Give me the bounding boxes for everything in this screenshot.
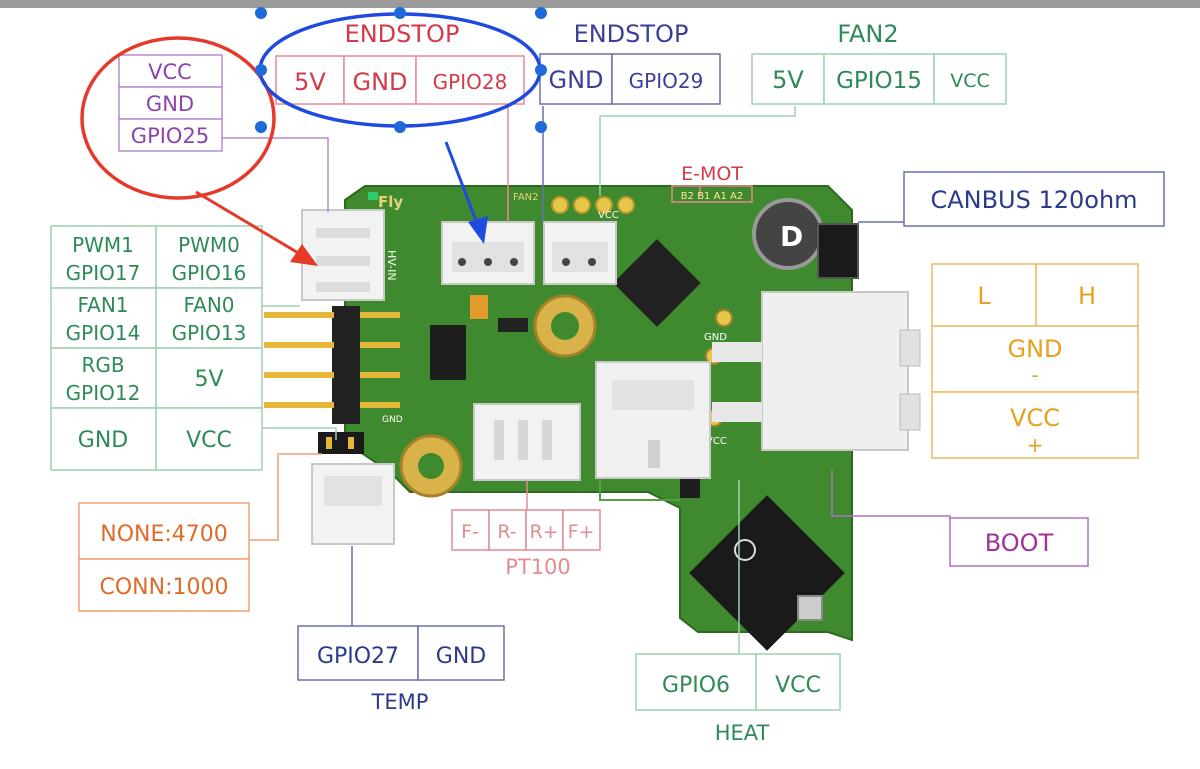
label-boot: BOOT (949, 517, 1089, 567)
gnd-label: GND (78, 428, 128, 453)
red-highlight-ellipse (80, 36, 276, 200)
fan0-label: FAN0 (183, 293, 234, 317)
label-endstop-red: ENDSTOP 5V GND GPIO28 (275, 20, 525, 105)
can-vcc: VCC (1010, 404, 1060, 432)
fan2-vcc: VCC (950, 70, 990, 92)
can-jumper (817, 223, 859, 279)
pt100-f-plus: F+ (568, 521, 595, 543)
heat-gpio6: GPIO6 (662, 673, 730, 698)
selection-handle-mr[interactable] (535, 64, 547, 76)
endstop-red-5v: 5V (294, 68, 326, 96)
fan-pad-label: FAN2 (513, 192, 539, 203)
selection-handle-ml[interactable] (255, 64, 267, 76)
pt100-r-minus: R- (497, 521, 516, 543)
label-vcc-gnd-gpio25: VCC GND GPIO25 (118, 54, 223, 152)
label-temp: GPIO27 GND TEMP (297, 625, 505, 714)
temp-gpio27: GPIO27 (317, 644, 399, 669)
can-gnd: GND (1007, 335, 1062, 363)
selection-handle-bc[interactable] (394, 121, 406, 133)
temp-title: TEMP (371, 690, 429, 714)
endstop-red-gpio28: GPIO28 (433, 70, 508, 94)
can-h: H (1078, 282, 1096, 310)
pad-vcc-2: VCC (598, 210, 619, 221)
gpio13-label: GPIO13 (172, 321, 247, 345)
label-fan2: FAN2 5V GPIO15 VCC (751, 20, 1007, 105)
selection-handle-tc[interactable] (394, 7, 406, 19)
endstop-red-title: ENDSTOP (345, 20, 460, 48)
temp-gnd: GND (436, 644, 486, 669)
board-brand: Fly (378, 193, 403, 211)
pwm0-label: PWM0 (178, 233, 240, 257)
can-plus: + (1027, 433, 1044, 457)
gpio17-label: GPIO17 (66, 261, 141, 285)
temp-connector (311, 463, 395, 545)
pad-vcc-1: VCC (706, 436, 727, 447)
pt100-f-minus: F- (461, 521, 479, 543)
5v-label: 5V (194, 367, 223, 392)
label-canbus: CANBUS 120ohm (903, 171, 1165, 227)
window-top-bar (0, 0, 1200, 8)
boot-label: BOOT (985, 529, 1054, 557)
vcc-label: VCC (186, 428, 232, 453)
emot-title: E-MOT (681, 163, 743, 185)
rgb-label: RGB (81, 353, 124, 377)
canbus-label: CANBUS 120ohm (930, 186, 1137, 214)
label-resistor: NONE:4700 CONN:1000 (78, 502, 250, 612)
endstop-red-gnd: GND (352, 68, 407, 96)
endstop-blue-title: ENDSTOP (574, 20, 689, 48)
pwm1-label: PWM1 (72, 233, 134, 257)
endstop2-connector (543, 221, 617, 285)
can-minus: - (1031, 363, 1038, 387)
power-can-connector (712, 291, 921, 451)
selection-handle-br[interactable] (535, 121, 547, 133)
gpio16-label: GPIO16 (172, 261, 247, 285)
label-left-table: PWM1 GPIO17 PWM0 GPIO16 FAN1 GPIO14 FAN0… (50, 225, 263, 471)
label-pt100: F- R- R+ F+ PT100 (451, 509, 601, 579)
pin-gnd: GND (146, 92, 194, 116)
pin-header (264, 306, 400, 454)
pt100-r-plus: R+ (529, 521, 558, 543)
capacitor-mark: D (780, 220, 803, 253)
fan2-5v: 5V (772, 66, 804, 94)
selection-handle-tl[interactable] (255, 7, 267, 19)
label-can-table: L H GND - VCC + (931, 263, 1139, 459)
gpio12-label: GPIO12 (66, 381, 141, 405)
hv-in-label: HV-IN (385, 250, 398, 281)
heater-connector (595, 361, 711, 479)
label-endstop-blue: ENDSTOP GND GPIO29 (539, 20, 721, 105)
blue-arrow (444, 141, 480, 227)
endstop-blue-gpio29: GPIO29 (629, 69, 704, 93)
annotation-blue[interactable] (255, 7, 547, 244)
fan2-title: FAN2 (837, 20, 898, 48)
fan2-gpio15: GPIO15 (836, 68, 922, 94)
heat-title: HEAT (715, 721, 770, 745)
can-l: L (977, 282, 991, 310)
pin-gpio25: GPIO25 (131, 124, 209, 148)
red-arrow (195, 190, 301, 256)
hv-in-connector (301, 209, 385, 301)
label-heat: GPIO6 VCC HEAT (635, 653, 841, 745)
pad-gnd-1: GND (704, 332, 727, 343)
pin-vcc: VCC (148, 60, 192, 84)
emot-pins: B2 B1 A1 A2 (681, 191, 743, 202)
conn-1000: CONN:1000 (100, 575, 229, 600)
endstop-blue-gnd: GND (548, 66, 603, 94)
selection-handle-bl[interactable] (255, 121, 267, 133)
endstop-connector (441, 221, 535, 285)
pad-gnd-2: GND (382, 415, 403, 425)
pt100-connector (473, 403, 581, 481)
label-emot: E-MOT B2 B1 A1 A2 (671, 163, 753, 203)
fan1-label: FAN1 (77, 293, 128, 317)
heat-vcc: VCC (775, 673, 821, 698)
driver-chip (613, 239, 701, 327)
selection-handle-tr[interactable] (535, 7, 547, 19)
annotation-red (80, 36, 318, 266)
gpio14-label: GPIO14 (66, 321, 141, 345)
pt100-title: PT100 (505, 555, 571, 579)
none-4700: NONE:4700 (100, 522, 228, 547)
rpi-logo-icon (734, 539, 756, 561)
